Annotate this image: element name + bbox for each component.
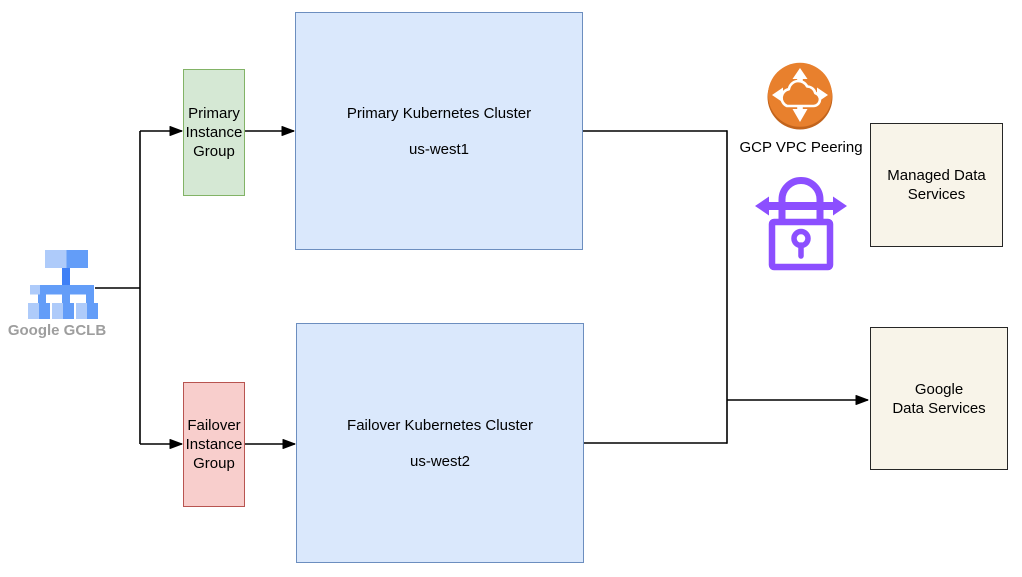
failover-kubernetes-cluster-box: Failover Kubernetes Cluster us-west2 <box>296 323 584 563</box>
gclb-label: Google GCLB <box>7 322 107 339</box>
failover-instance-group-box: Failover Instance Group <box>183 382 245 507</box>
failover-instance-group-label: Failover Instance Group <box>185 417 243 472</box>
failover-cluster-title: Failover Kubernetes Cluster <box>347 416 533 434</box>
primary-instance-group-label: Primary Instance Group <box>185 105 243 160</box>
primary-kubernetes-cluster-box: Primary Kubernetes Cluster us-west1 <box>295 12 583 250</box>
secure-peering-lock-icon <box>755 177 847 271</box>
primary-instance-group-box: Primary Instance Group <box>183 69 245 196</box>
google-data-services-box: Google Data Services <box>870 327 1008 470</box>
vpc-peering-label: GCP VPC Peering <box>739 139 863 156</box>
managed-data-services-box: Managed Data Services <box>870 123 1003 247</box>
failover-cluster-region: us-west2 <box>409 452 471 470</box>
vpc-peering-router-icon <box>767 62 833 130</box>
managed-data-services-label: Managed Data Services <box>887 167 986 203</box>
primary-cluster-title: Primary Kubernetes Cluster <box>346 104 532 122</box>
primary-cluster-region: us-west1 <box>408 140 470 158</box>
google-gclb-load-balancer-icon <box>28 250 98 319</box>
google-data-services-label: Google Data Services <box>892 380 986 417</box>
